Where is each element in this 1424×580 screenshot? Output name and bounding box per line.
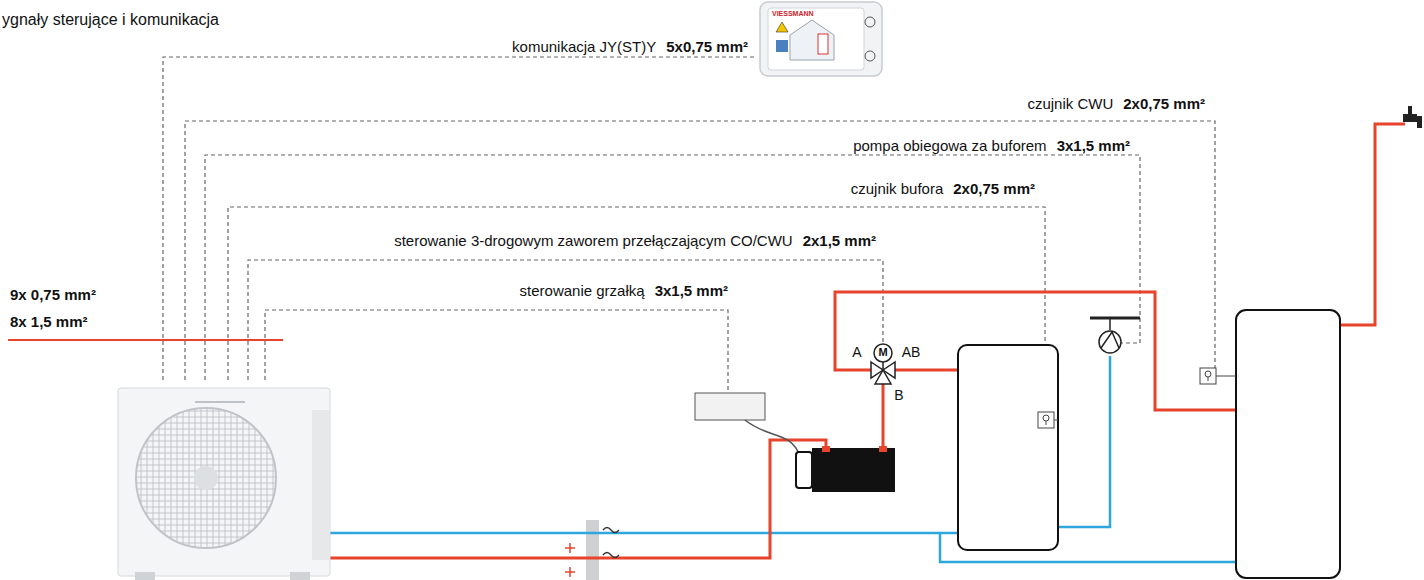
heater-cable [745,420,800,456]
heater-controller [695,393,765,420]
motor-label: M [878,346,887,359]
cable-spec: 8x 1,5 mm² [10,313,88,331]
cable-spec: 2x0,75 mm² [1123,95,1205,113]
signal-name: sterowanie 3-drogowym zaworem przełączaj… [394,232,792,250]
port-label: AB [902,344,921,361]
dhw-tank [1236,310,1340,578]
power-cable [8,339,283,341]
port-label: A [852,344,861,361]
port-label: B [894,387,903,404]
buffer-tank [958,345,1058,550]
three-way-valve [871,344,895,384]
signal-name: czujnik bufora [851,180,944,198]
cable-spec: 2x0,75 mm² [953,180,1035,198]
cable-spec: 3x1,5 mm² [655,282,728,300]
signal-name: komunikacja JY(ST)Y [512,38,656,56]
cable-spec: 9x 0,75 mm² [10,286,96,304]
signal-name: pompa obiegowa za buforem [853,137,1046,155]
cable-spec: 3x1,5 mm² [1057,137,1130,155]
circulation-pump [1090,318,1140,353]
electric-heater [796,446,895,492]
wall [586,520,599,580]
temperature-sensors [1038,368,1236,428]
diagram-title: ygnały sterujące i komunikacja [2,10,219,29]
signal-name: sterowanie grzałką [520,282,645,300]
controller-panel [760,2,882,76]
cable-spec: 2x1,5 mm² [803,232,876,250]
heat-pump-unit [118,388,330,580]
flex-connectors [603,528,619,558]
cable-spec: 5x0,75 mm² [666,38,748,56]
water-tap [1403,106,1422,128]
signal-name: czujnik CWU [1027,95,1113,113]
brand-logo: VIESSMANN [772,10,814,18]
valve-marks [565,543,575,577]
